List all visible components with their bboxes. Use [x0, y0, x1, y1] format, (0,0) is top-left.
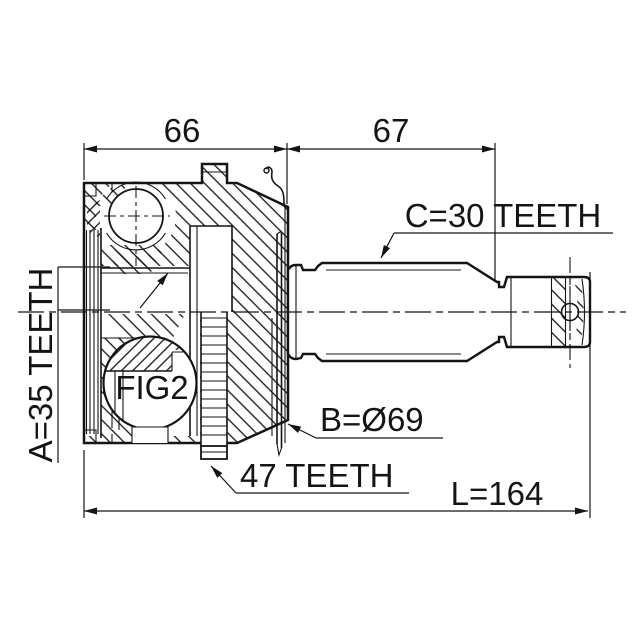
- fig2-label: FIG2: [115, 369, 188, 406]
- label-shaft-spline: C=30 TEETH: [380, 197, 613, 259]
- inner-race-wedge-bottom: [108, 314, 185, 340]
- dust-shield-disc: [271, 207, 286, 458]
- bearing-ball: [104, 181, 170, 266]
- dim-66-label: 66: [164, 112, 201, 149]
- hub-step-rect: [131, 426, 169, 443]
- outer-race-outline: [82, 162, 290, 445]
- hub-inner-spline: [85, 228, 190, 438]
- b-diameter-label: B=Ø69: [320, 401, 424, 438]
- snap-ring-clip: [263, 166, 285, 207]
- inner-race-wedge-upper: [94, 184, 128, 206]
- inner-race-wedge-lower: [108, 245, 166, 274]
- cage-wedge: [87, 200, 100, 238]
- c-30-teeth-label: C=30 TEETH: [405, 197, 602, 234]
- dimension-67: 67: [287, 112, 496, 280]
- dimension-66: 66: [83, 112, 288, 204]
- 47-teeth-label: 47 TEETH: [240, 457, 393, 494]
- shaft-spline-lines: [326, 269, 461, 355]
- label-outer-diameter: B=Ø69: [287, 401, 443, 439]
- dim-67-label: 67: [373, 112, 410, 149]
- cage-window: [189, 225, 233, 436]
- dimension-length: L=164: [83, 272, 591, 518]
- length-label: L=164: [451, 475, 544, 512]
- reluctor-teeth: [201, 317, 227, 436]
- a-35-teeth-label: A=35 TEETH: [22, 268, 59, 463]
- abs-reluctor-ring: [200, 312, 228, 460]
- label-abs-ring: 47 TEETH: [210, 457, 409, 494]
- label-inner-spline: A=35 TEETH: [22, 266, 169, 463]
